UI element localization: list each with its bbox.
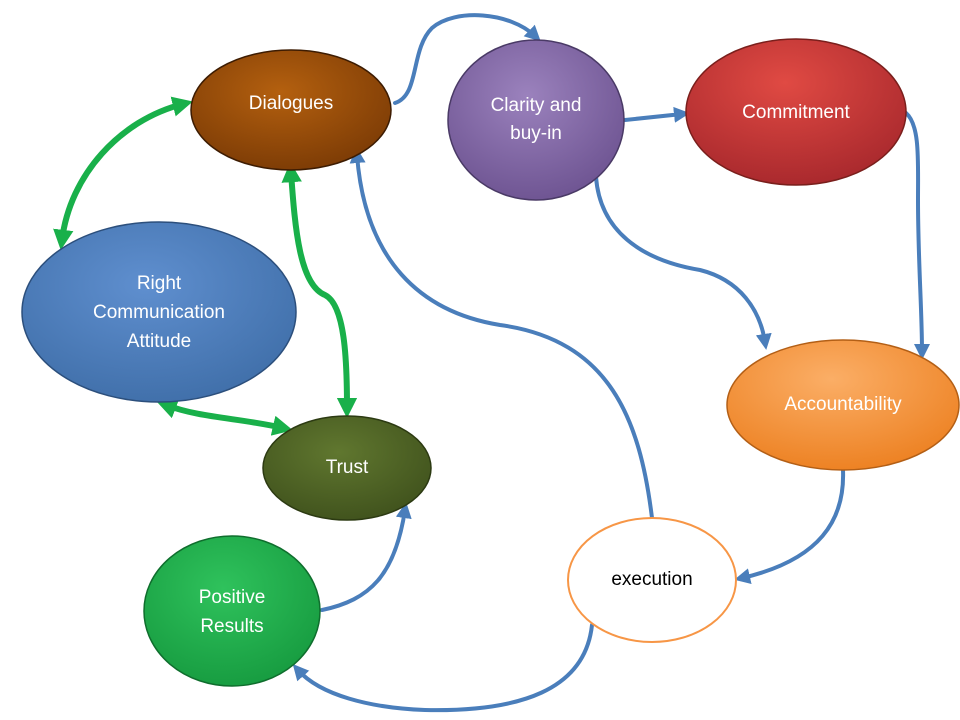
accountability-label: Accountability <box>784 394 902 415</box>
commitment-label: Commitment <box>742 102 850 123</box>
arrow-dialogues-trust-bidirectional <box>281 161 358 419</box>
green-connectors <box>53 96 358 436</box>
dialogues-label: Dialogues <box>249 93 334 114</box>
arrow-dialogues-to-clarity <box>393 13 541 105</box>
node-execution: execution <box>567 517 737 643</box>
accountability-ellipse <box>726 339 960 471</box>
node-commitment: Commitment <box>685 38 907 186</box>
positive-results-label-line1: Positive <box>199 587 266 608</box>
arrow-rca-trust-bidirectional <box>156 399 293 436</box>
rca-label-line3: Attitude <box>127 331 191 352</box>
node-accountability: Accountability <box>726 339 960 471</box>
node-trust: Trust <box>262 415 432 521</box>
positive-results-ellipse <box>143 535 321 687</box>
arrow-positive-results-to-trust <box>320 502 412 612</box>
node-right-communication-attitude: Right Communication Attitude <box>21 221 297 403</box>
rca-ellipse <box>21 221 297 403</box>
node-clarity-and-buy-in: Clarity and buy-in <box>447 39 625 201</box>
execution-ellipse <box>567 517 737 643</box>
trust-ellipse <box>262 415 432 521</box>
clarity-label-line1: Clarity and <box>491 95 582 116</box>
trust-label: Trust <box>326 457 369 478</box>
arrow-execution-to-dialogues <box>349 147 654 520</box>
dialogues-ellipse <box>190 49 392 171</box>
arrow-accountability-to-execution <box>734 468 846 584</box>
node-positive-results: Positive Results <box>143 535 321 687</box>
rca-label-line2: Communication <box>93 302 225 323</box>
blue-connectors <box>292 13 930 713</box>
node-dialogues: Dialogues <box>190 49 392 171</box>
execution-label: execution <box>611 569 692 590</box>
arrow-commitment-to-accountability <box>904 111 930 360</box>
clarity-ellipse <box>447 39 625 201</box>
arrow-execution-to-positive-results <box>292 623 594 713</box>
rca-label-line1: Right <box>137 273 182 294</box>
clarity-label-line2: buy-in <box>510 123 562 144</box>
commitment-ellipse <box>685 38 907 186</box>
positive-results-label-line2: Results <box>200 616 263 637</box>
arrow-clarity-to-accountability <box>594 175 772 350</box>
arrow-clarity-to-commitment <box>623 106 690 123</box>
arrow-dialogues-rca-bidirectional <box>53 96 193 251</box>
